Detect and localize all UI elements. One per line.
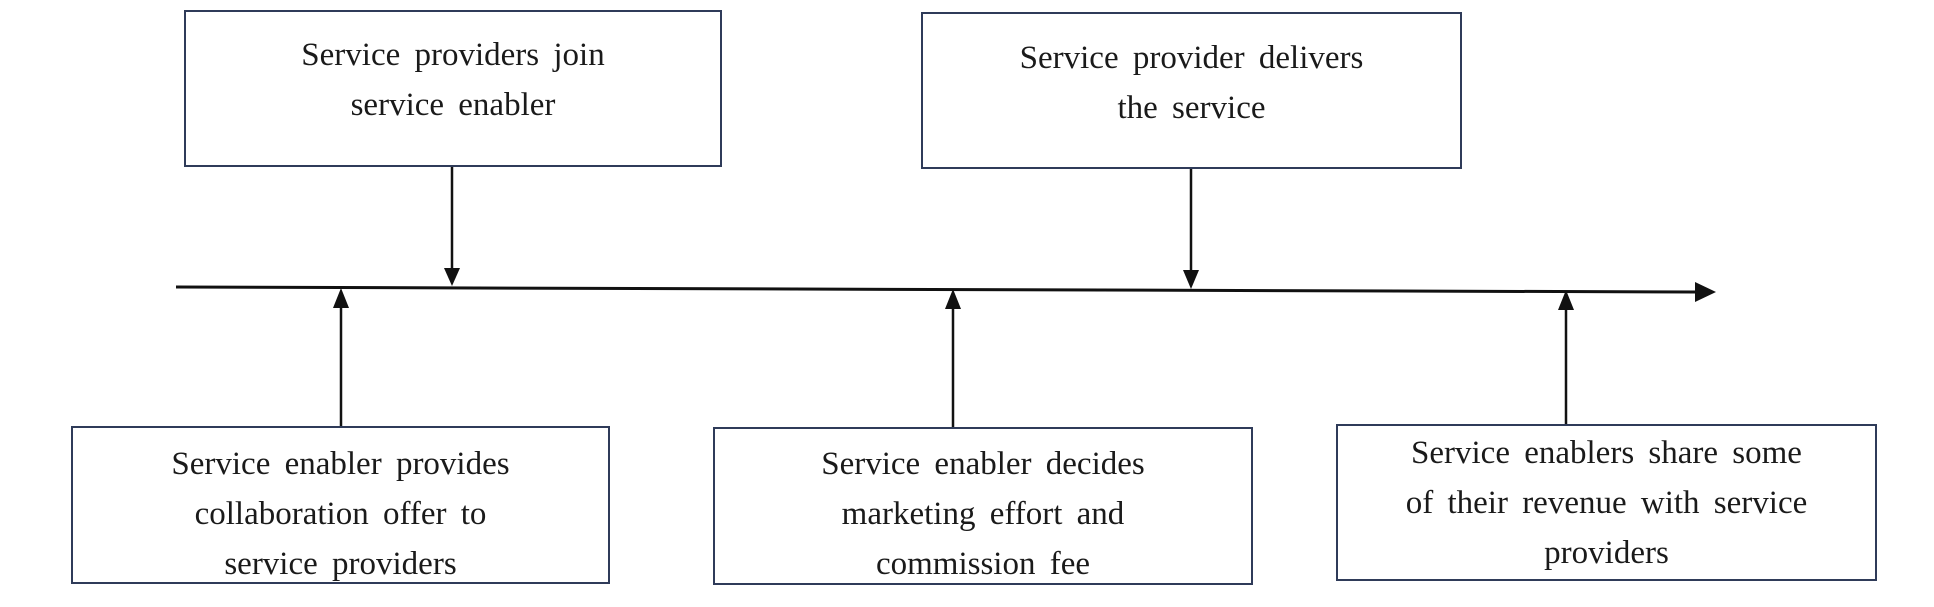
event-label-marketing-commission: Service enabler decides marketing effort… bbox=[821, 446, 1145, 582]
event-label-providers-join: Service providers join service enabler bbox=[301, 36, 605, 123]
event-box-revenue-share: Service enablers share some of their rev… bbox=[1336, 424, 1877, 581]
arrow-bottom-2-head bbox=[945, 289, 961, 309]
timeline-axis bbox=[175, 285, 1696, 294]
event-label-provider-delivers: Service provider delivers the service bbox=[1019, 39, 1364, 126]
arrow-top-1-head bbox=[444, 268, 460, 286]
event-box-collaboration-offer: Service enabler provides collaboration o… bbox=[71, 426, 610, 584]
event-box-marketing-commission: Service enabler decides marketing effort… bbox=[713, 427, 1253, 585]
event-label-collaboration-offer: Service enabler provides collaboration o… bbox=[171, 446, 510, 582]
arrow-bottom-3-head bbox=[1558, 290, 1574, 310]
arrow-top-2-head bbox=[1183, 270, 1199, 289]
event-label-revenue-share: Service enablers share some of their rev… bbox=[1405, 434, 1808, 571]
event-box-providers-join: Service providers join service enabler bbox=[184, 10, 722, 167]
arrow-bottom-1-head bbox=[333, 288, 349, 308]
timeline-axis-arrowhead bbox=[1695, 282, 1716, 302]
event-box-provider-delivers: Service provider delivers the service bbox=[921, 12, 1462, 169]
